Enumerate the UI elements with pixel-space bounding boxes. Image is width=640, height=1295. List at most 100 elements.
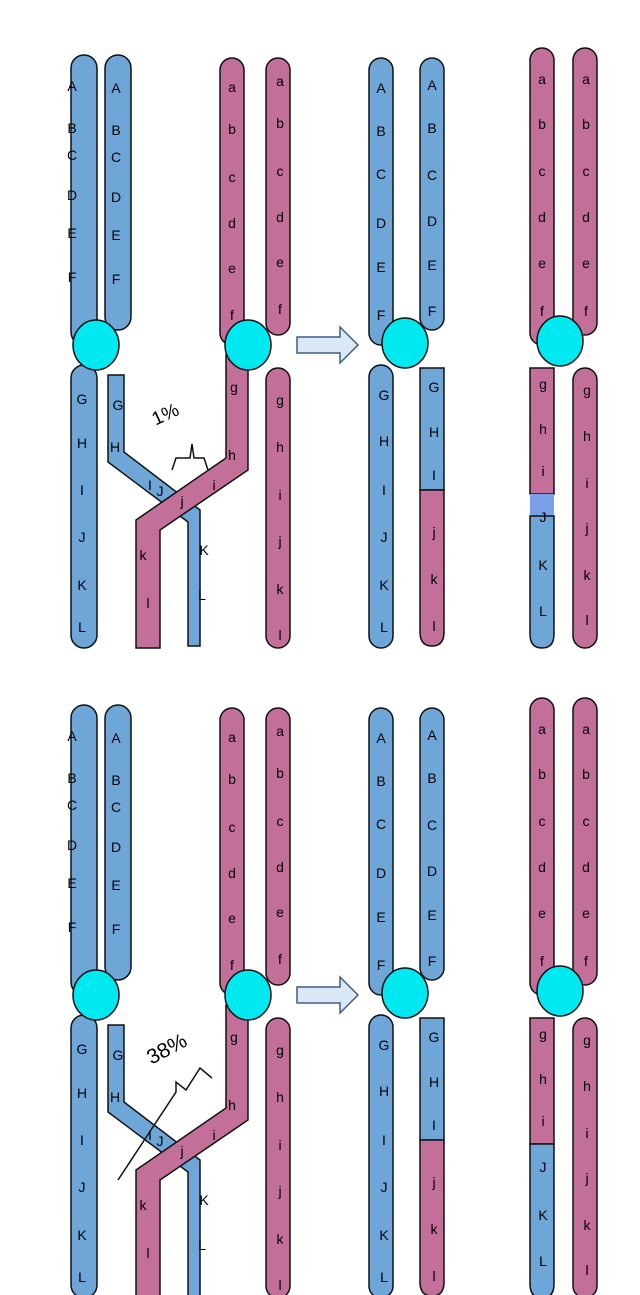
gene-label-2: C <box>111 149 121 165</box>
gene-label: k <box>277 581 285 597</box>
gene-label-1: b <box>538 116 546 132</box>
chromosome-arm <box>265 57 291 336</box>
gene-label-4: E <box>67 875 76 891</box>
gene-label-3: D <box>427 863 437 879</box>
gene-label: I <box>432 1117 436 1133</box>
gene-label: G <box>429 1029 440 1045</box>
chromosome-arm <box>368 364 394 649</box>
gene-label-4: e <box>582 905 590 921</box>
gene-label-3: d <box>276 859 284 875</box>
gene-label: H <box>77 1085 87 1101</box>
gene-label-5: f <box>540 953 544 969</box>
gene-label: i <box>541 1113 544 1129</box>
chromosome-arm <box>572 47 598 336</box>
gene-label-3: D <box>376 215 386 231</box>
gene-label: l <box>585 612 588 628</box>
gene-label: h <box>539 421 547 437</box>
gene-label-4: E <box>376 259 385 275</box>
right-arrow-icon <box>296 325 360 365</box>
gene-label: I <box>432 467 436 483</box>
chromosome-arm <box>70 1014 98 1295</box>
gene-label: g <box>276 1042 284 1058</box>
gene-label-2: c <box>277 163 284 179</box>
distance-bracket <box>117 1066 213 1181</box>
gene-label: h <box>276 439 284 455</box>
gene-label-4: E <box>111 227 120 243</box>
gene-label-3: D <box>111 839 121 855</box>
gene-label: L <box>380 1269 388 1285</box>
gene-label: l <box>278 1277 281 1293</box>
gene-label-2: c <box>539 163 546 179</box>
gene-label-3: D <box>427 213 437 229</box>
gene-label-1: B <box>427 120 436 136</box>
gene-label-3: d <box>538 209 546 225</box>
gene-label-3: D <box>67 837 77 853</box>
gene-label: h <box>583 428 591 444</box>
gene-label: h <box>583 1078 591 1094</box>
gene-label: G <box>379 387 390 403</box>
centromere <box>536 965 584 1017</box>
gene-label: j <box>179 1143 183 1159</box>
gene-label: J <box>381 1179 388 1195</box>
gene-label-1: b <box>582 766 590 782</box>
chromosome-arm <box>70 364 98 649</box>
gene-label: i <box>541 463 544 479</box>
gene-label: I <box>382 482 386 498</box>
chromosome-arm <box>265 367 291 649</box>
gene-label-3: d <box>582 209 590 225</box>
gene-label: K <box>199 1192 209 1208</box>
gene-label-4: e <box>582 255 590 271</box>
centromere <box>224 969 272 1021</box>
gene-label: l <box>432 1268 435 1284</box>
gene-label: l <box>146 1245 149 1261</box>
gene-label: l <box>585 1262 588 1278</box>
gene-label-1: B <box>111 772 120 788</box>
gene-label: L <box>380 619 388 635</box>
chromosome-arm <box>219 57 245 346</box>
gene-label-5: F <box>428 953 437 969</box>
gene-label: g <box>583 1032 591 1048</box>
gene-label-1: b <box>276 115 284 131</box>
gene-label: K <box>199 542 209 558</box>
gene-label-0: A <box>67 728 77 744</box>
gene-label: L <box>198 1237 206 1253</box>
chromosome-arm <box>265 1017 291 1295</box>
gene-label-0: a <box>276 73 284 89</box>
gene-label-4: e <box>228 260 236 276</box>
gene-label: h <box>228 1097 236 1113</box>
gene-label-2: c <box>583 163 590 179</box>
gene-label-3: d <box>582 859 590 875</box>
gene-label: J <box>157 1133 164 1149</box>
gene-label-1: B <box>427 770 436 786</box>
gene-label: k <box>584 1217 592 1233</box>
gene-label-3: d <box>228 865 236 881</box>
gene-label-4: E <box>111 877 120 893</box>
gene-label: H <box>429 424 439 440</box>
gene-label-2: C <box>111 799 121 815</box>
chromosome-arm <box>419 707 445 981</box>
gene-label-2: C <box>67 147 77 163</box>
junction-segment <box>530 494 554 516</box>
gene-label: G <box>77 391 88 407</box>
gene-label: K <box>379 577 389 593</box>
gene-label: G <box>379 1037 390 1053</box>
centromere <box>381 317 429 369</box>
gene-label: g <box>230 379 238 395</box>
gene-label-5: f <box>278 951 282 967</box>
gene-label: g <box>583 382 591 398</box>
gene-label: j <box>277 533 281 549</box>
gene-label: J <box>79 529 86 545</box>
gene-label-5: F <box>428 303 437 319</box>
gene-label-2: c <box>229 169 236 185</box>
gene-label: L <box>78 1269 86 1285</box>
gene-label-0: A <box>376 730 386 746</box>
gene-label-2: c <box>583 813 590 829</box>
gene-label: j <box>179 493 183 509</box>
gene-label: k <box>140 1197 148 1213</box>
gene-label-1: b <box>276 765 284 781</box>
recombinant-segment-maternal <box>529 1143 555 1295</box>
chromosome-arm <box>572 1017 598 1295</box>
gene-label: i <box>278 1137 281 1153</box>
chromosome-arm <box>368 707 394 996</box>
recombinant-segment-paternal <box>419 489 445 647</box>
